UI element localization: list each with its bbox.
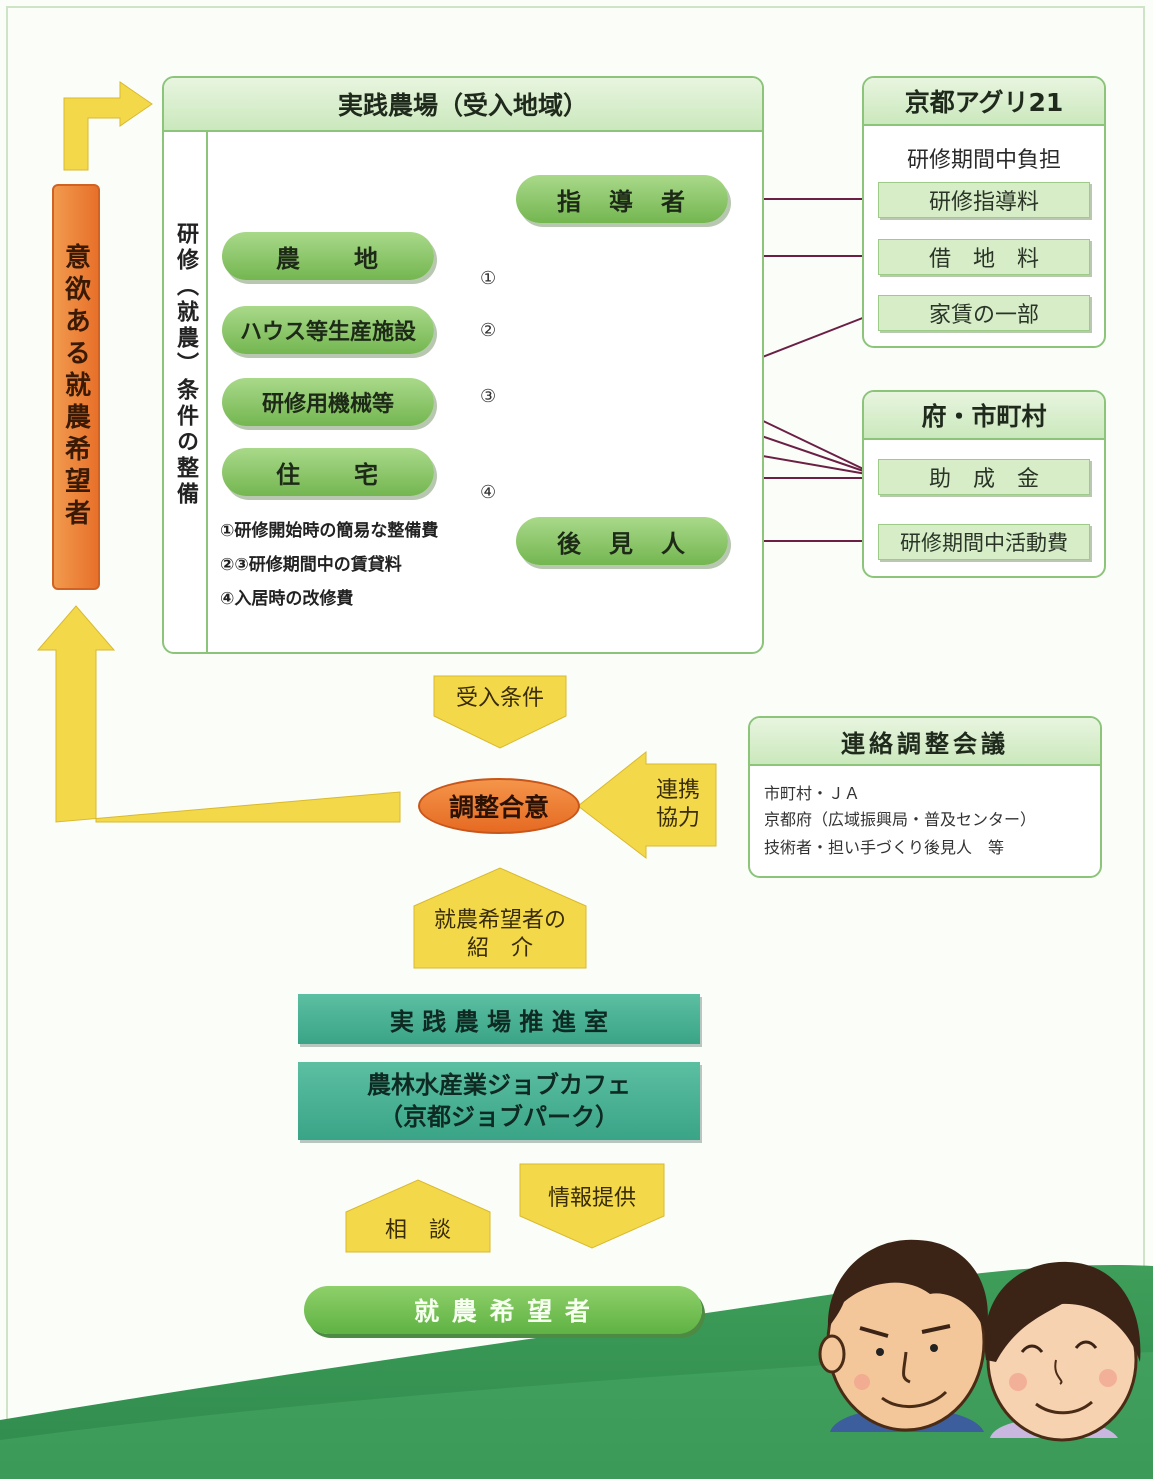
land-rent: 借 地 料 xyxy=(878,239,1090,275)
cooperation-line-2: 協力 xyxy=(655,806,700,831)
farmland-pill: 農 地 xyxy=(222,232,434,280)
marker-3: ③ xyxy=(480,386,497,407)
liaison-council-title: 連絡調整会議 xyxy=(750,718,1100,766)
marker-4: ④ xyxy=(480,482,497,503)
arrow-agreement-to-bar xyxy=(36,605,401,823)
characters-illustration xyxy=(818,1239,1141,1442)
motivated-applicant-bar: 意欲ある就農希望者 xyxy=(52,184,100,590)
marker-1: ① xyxy=(480,268,497,289)
job-cafe-line-1: 農林水産業ジョブカフェ xyxy=(367,1071,631,1099)
housing-pill: 住 宅 xyxy=(222,448,434,496)
arrow-consult-up xyxy=(345,1179,491,1253)
liaison-council-panel: 連絡調整会議 xyxy=(748,716,1102,878)
conditions-label: 受入条件 xyxy=(455,686,544,711)
info-label: 情報提供 xyxy=(547,1186,636,1211)
council-line-1: 市町村・ＪＡ xyxy=(764,784,861,803)
training-conditions-label: 研修（就農）条件の整備 xyxy=(173,222,198,508)
activity-fee-tag: 研修期間中活動費 xyxy=(878,524,1090,560)
arrow-introduction-up xyxy=(413,867,587,969)
council-line-3: 技術者・担い手づくり後見人 等 xyxy=(764,838,1005,857)
motivated-applicant-label: 意欲ある就農希望者 xyxy=(60,243,91,531)
applicant-pill: 就 農 希 望 者 xyxy=(304,1286,702,1334)
agreement-label: 調整合意 xyxy=(448,793,549,822)
grant-tag: 助 成 金 xyxy=(878,459,1090,495)
arrow-conditions-down xyxy=(433,675,567,749)
practice-farm-office: 実 践 農 場 推 進 室 xyxy=(298,994,700,1044)
job-cafe-box: 農林水産業ジョブカフェ （京都ジョブパーク） xyxy=(298,1062,700,1140)
job-cafe-line-2: （京都ジョブパーク） xyxy=(379,1103,619,1131)
marker-2: ② xyxy=(480,320,497,341)
note-2: ②③研修期間中の賃貸料 xyxy=(220,555,402,575)
introduction-line-1: 就農希望者の xyxy=(433,908,566,933)
cooperation-line-1: 連携 xyxy=(655,778,700,803)
arrow-info-down xyxy=(519,1163,665,1249)
instructor-pill: 指 導 者 xyxy=(516,175,728,223)
note-3: ④入居時の改修費 xyxy=(220,589,354,609)
practice-farm-title: 実践農場（受入地域） xyxy=(164,78,762,132)
arrow-bar-to-panel xyxy=(63,81,153,171)
cooperation-label: 連携 協力 xyxy=(648,774,708,836)
consult-label: 相 談 xyxy=(384,1218,451,1243)
man-face-icon xyxy=(818,1239,988,1432)
guardian-pill: 後 見 人 xyxy=(516,517,728,565)
training-guidance-fee: 研修指導料 xyxy=(878,182,1090,218)
partial-rent: 家賃の一部 xyxy=(878,295,1090,331)
introduction-label: 就農希望者の 紹 介 xyxy=(414,904,586,966)
agri21-subtitle: 研修期間中負担 xyxy=(906,148,1061,173)
arrow-cooperation-left xyxy=(577,750,717,860)
introduction-line-2: 紹 介 xyxy=(466,936,533,961)
kyoto-agri21-title: 京都アグリ21 xyxy=(864,78,1104,126)
house-facility-pill: ハウス等生産施設 xyxy=(222,306,434,354)
machinery-pill: 研修用機械等 xyxy=(222,378,434,426)
panel-divider xyxy=(206,132,208,652)
council-line-2: 京都府（広域振興局・普及センター） xyxy=(764,810,1037,829)
woman-face-icon xyxy=(984,1261,1141,1442)
agreement-oval: 調整合意 xyxy=(418,778,580,834)
note-1: ①研修開始時の簡易な整備費 xyxy=(220,521,439,541)
prefecture-title: 府・市町村 xyxy=(864,392,1104,440)
